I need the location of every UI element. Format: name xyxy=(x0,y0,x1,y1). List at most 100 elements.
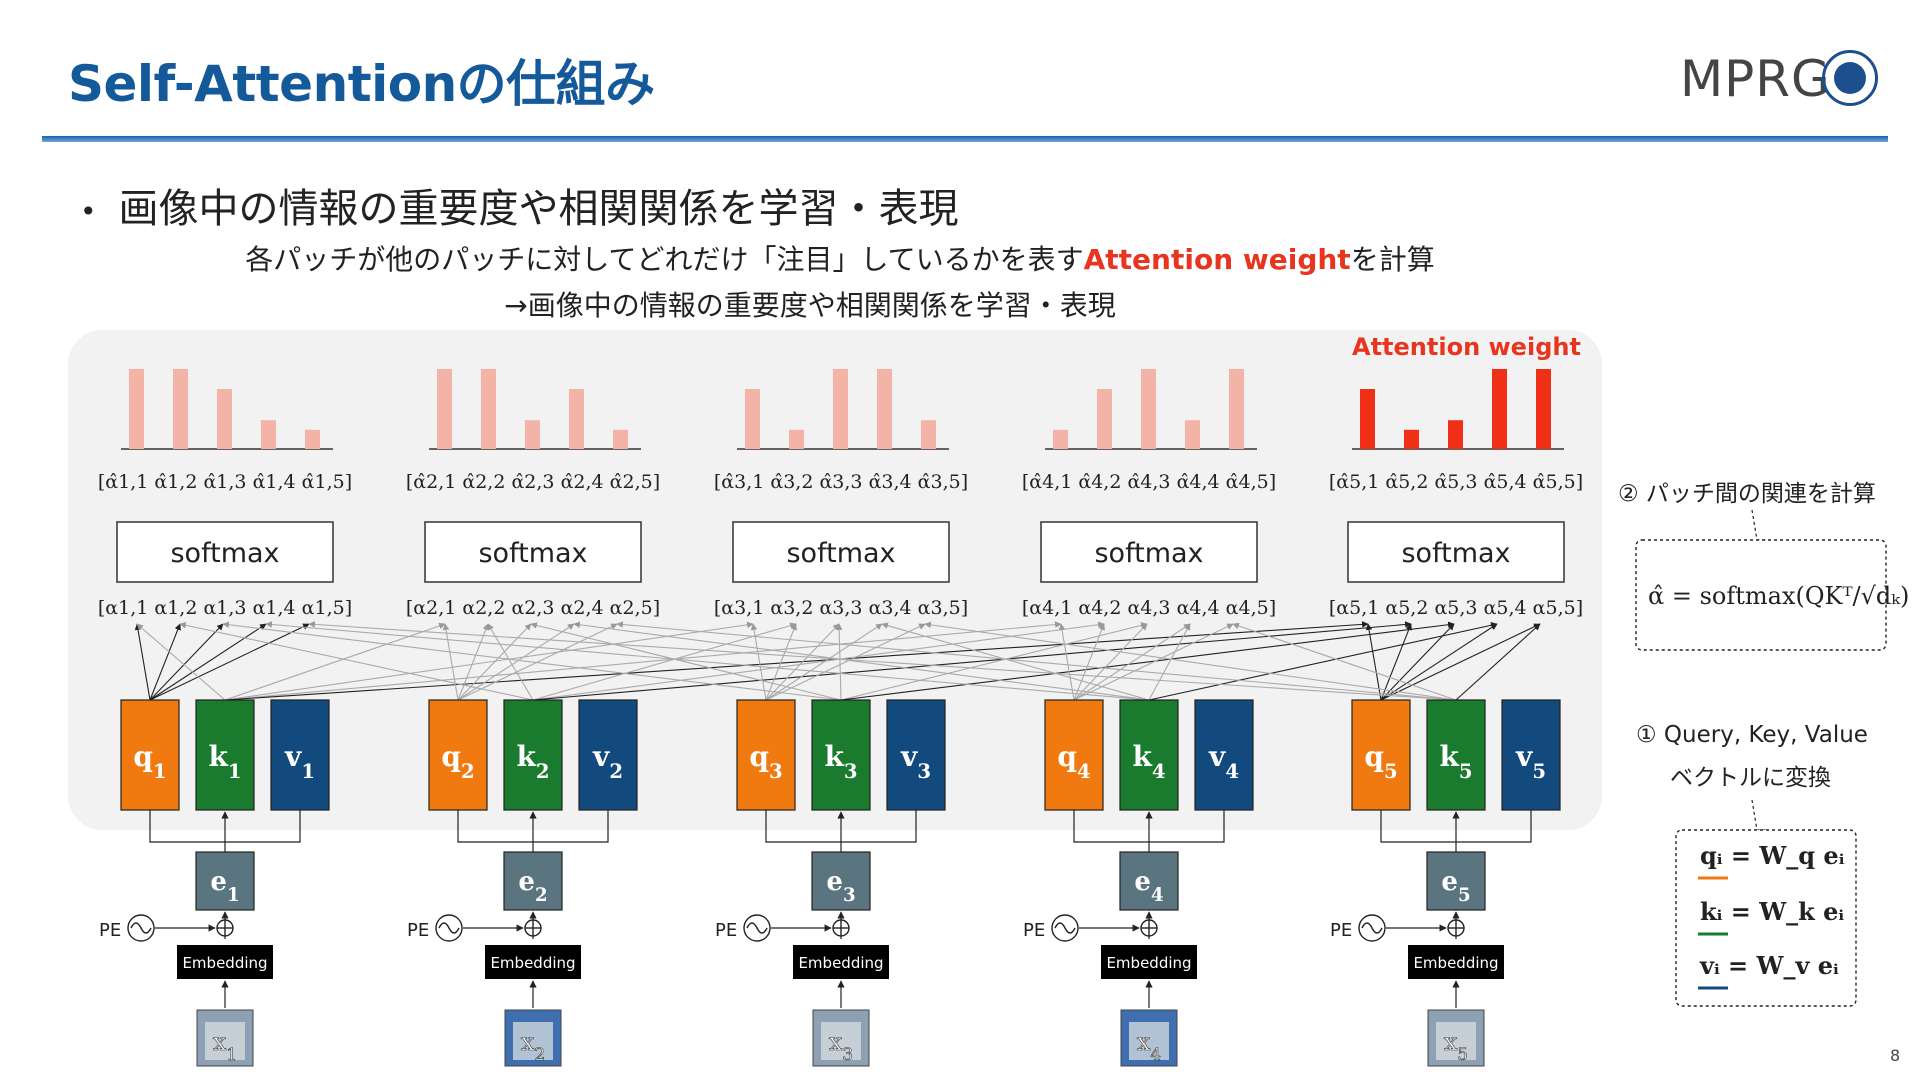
value-box xyxy=(1501,699,1561,811)
normalized-attention-row: [α̂3,1 α̂3,2 α̂3,3 α̂3,4 α̂3,5] xyxy=(714,471,968,493)
sine-wave-path xyxy=(1361,922,1383,934)
note-step-2: ② パッチ間の関連を計算 xyxy=(1618,481,1876,507)
query-connector-line xyxy=(1380,623,1498,701)
query-connector-line xyxy=(1073,623,1105,701)
value-box-label: v1 xyxy=(284,740,315,783)
query-formula: qᵢ = W_q eᵢ xyxy=(1700,841,1845,870)
softmax-label: softmax xyxy=(170,538,279,569)
qkv-formula-box xyxy=(1675,829,1857,1007)
raw-attention-row: [α3,1 α3,2 α3,3 α3,4 α3,5] xyxy=(714,597,968,619)
attention-bar xyxy=(261,420,276,449)
query-connector-line xyxy=(765,623,797,701)
value-box-label: v3 xyxy=(900,740,931,783)
key-box xyxy=(503,699,563,811)
key-connector-line xyxy=(1455,623,1541,701)
key-connector-line xyxy=(573,621,1150,701)
attention-bar xyxy=(1185,420,1200,449)
attention-formula: α̂ = softmax(QKᵀ/√dₖ) xyxy=(1648,582,1909,610)
embedding-vector-label: e4 xyxy=(1134,867,1163,906)
key-box-label: k3 xyxy=(824,740,857,783)
raw-attention-row: [α2,1 α2,2 α2,3 α2,4 α2,5] xyxy=(406,597,660,619)
embedding-layer-box xyxy=(793,945,889,979)
key-connector-line xyxy=(224,622,446,701)
key-box-label: k1 xyxy=(208,740,241,783)
query-connector-line xyxy=(149,623,310,701)
attention-bar xyxy=(305,429,320,449)
query-connector-line xyxy=(1073,623,1148,701)
attention-bar xyxy=(1536,369,1551,449)
query-connector-line xyxy=(1380,623,1541,701)
query-box xyxy=(1044,699,1104,811)
lab-logo: MPRG xyxy=(1680,50,1831,108)
embedding-layer-label: Embedding xyxy=(1106,954,1191,972)
callout-tail-1 xyxy=(1751,799,1767,831)
query-connector-line xyxy=(1073,623,1234,701)
attention-bar xyxy=(921,420,936,449)
key-connector-line xyxy=(136,623,226,701)
query-connector-line xyxy=(457,623,618,701)
attention-bar xyxy=(1229,369,1244,449)
embedding-vector-box xyxy=(195,851,255,911)
positional-encoding-label: PE xyxy=(715,920,737,941)
value-box xyxy=(270,699,330,811)
embedding-vector-label: e5 xyxy=(1441,867,1470,906)
value-box-label: v4 xyxy=(1208,740,1239,783)
bullet-text: 画像中の情報の重要度や相関関係を学習・表現 xyxy=(118,186,959,232)
sine-wave-path xyxy=(746,922,768,934)
query-connector-line xyxy=(134,623,151,701)
subtitle-text-b: どれだけ「注目」しているかを表す xyxy=(636,243,1084,276)
key-connector-line xyxy=(1148,622,1498,701)
key-box-label: k2 xyxy=(516,740,549,783)
softmax-box xyxy=(116,521,334,583)
value-box-label: v2 xyxy=(592,740,623,783)
sine-wave-path xyxy=(438,922,460,934)
key-connector-line xyxy=(840,622,1148,701)
key-connector-line xyxy=(308,621,1457,701)
key-connector-line xyxy=(222,621,842,701)
sine-wave-path xyxy=(1054,922,1076,934)
query-box xyxy=(120,699,180,811)
softmax-label: softmax xyxy=(786,538,895,569)
image-patch-building xyxy=(1436,1022,1476,1060)
key-connector-line xyxy=(881,622,1150,701)
key-connector-line xyxy=(530,622,842,701)
query-box-label: q1 xyxy=(133,740,166,783)
softmax-label: softmax xyxy=(478,538,587,569)
query-connector-line xyxy=(457,623,489,701)
query-connector-line xyxy=(442,623,459,701)
key-formula: kᵢ = W_k eᵢ xyxy=(1700,897,1844,926)
embedding-layer-label: Embedding xyxy=(182,954,267,972)
embedding-vector-box xyxy=(1426,851,1486,911)
positional-encoding-label: PE xyxy=(99,920,121,941)
image-patch-label: x4 xyxy=(1137,1028,1161,1064)
title-divider xyxy=(42,136,1888,142)
raw-attention-row: [α1,1 α1,2 α1,3 α1,4 α1,5] xyxy=(98,597,352,619)
page-number: 8 xyxy=(1890,1046,1901,1065)
value-box xyxy=(578,699,638,811)
attention-bar xyxy=(833,369,848,449)
embedding-vector-label: e3 xyxy=(826,867,855,906)
query-connector-line xyxy=(457,623,532,701)
query-connector-line xyxy=(750,623,767,701)
note-step-1-line-2: ベクトルに変換 xyxy=(1670,765,1831,791)
query-connector-line xyxy=(1073,623,1191,701)
subtitle-line-2: →画像中の情報の重要度や相関関係を学習・表現 xyxy=(504,289,1116,322)
subtitle-line-1: 各パッチが他のパッチに対してどれだけ「注目」しているかを表すAttention … xyxy=(0,238,1680,278)
value-box-label: v5 xyxy=(1515,740,1546,783)
key-box xyxy=(195,699,255,811)
bullet-point: •画像中の情報の重要度や相関関係を学習・表現 xyxy=(80,176,959,234)
image-patch-label: x3 xyxy=(829,1028,853,1064)
raw-attention-row: [α4,1 α4,2 α4,3 α4,4 α4,5] xyxy=(1022,597,1276,619)
query-connector-line xyxy=(1058,623,1075,701)
softmax-box xyxy=(424,521,642,583)
positional-encoding-label: PE xyxy=(1330,920,1352,941)
attention-bar xyxy=(745,389,760,449)
image-patch-label: x1 xyxy=(213,1028,237,1064)
value-box xyxy=(886,699,946,811)
positional-encoding-label: PE xyxy=(1023,920,1045,941)
attention-bar xyxy=(129,369,144,449)
key-connector-line xyxy=(224,621,1062,701)
attention-bar xyxy=(613,429,628,449)
key-box xyxy=(1119,699,1179,811)
